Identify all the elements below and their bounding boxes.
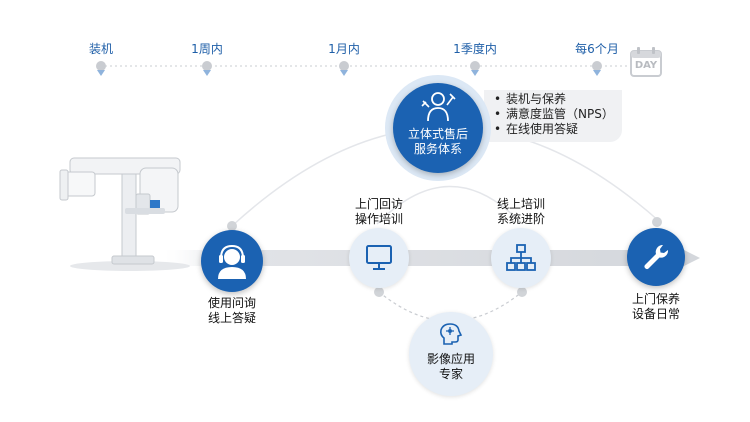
remote-support-label: 使用问询 线上答疑 [208, 296, 256, 326]
timeline-dot [339, 61, 349, 71]
timeline-dot [470, 61, 480, 71]
remote-support-line2: 线上答疑 [207, 311, 257, 325]
timeline-dot [96, 61, 106, 71]
online-training-line1: 线上培训 [496, 197, 546, 211]
calendar-label: DAY [634, 60, 658, 71]
monitor-icon [366, 245, 392, 270]
timeline-dot [592, 61, 602, 71]
timeline-label-install: 装机 [88, 42, 114, 56]
dental-xray-machine-image [50, 148, 190, 273]
timeline-arrow [97, 70, 105, 76]
timeline-arrow [203, 70, 211, 76]
remote-support-line1: 使用问询 [207, 296, 257, 310]
imaging-expert-line2: 专家 [438, 367, 463, 381]
online-training-node[interactable] [491, 228, 551, 288]
maintenance-node[interactable] [627, 228, 685, 286]
hub-title-line1: 立体式售后 [407, 127, 468, 141]
technician-icon [421, 92, 456, 122]
imaging-expert-line1: 影像应用 [426, 352, 475, 366]
onsite-training-node[interactable] [349, 228, 409, 288]
onsite-training-line2: 操作培训 [354, 212, 404, 226]
network-icon [506, 244, 536, 271]
imaging-expert-node[interactable]: 影像应用 专家 [409, 312, 493, 396]
remote-support-node[interactable] [201, 230, 263, 292]
timeline-dot [202, 61, 212, 71]
maintenance-label: 上门保养 设备日常 [632, 292, 680, 322]
bullet-item: 在线使用答疑 [484, 122, 622, 137]
timeline-label-six-months: 每6个月 [575, 42, 619, 56]
imaging-expert-label: 影像应用 专家 [409, 352, 493, 382]
wrench-icon [644, 244, 669, 269]
maintenance-line2: 设备日常 [631, 307, 681, 321]
timeline-label-month: 1月内 [328, 42, 360, 56]
hub-node[interactable]: 立体式售后 服务体系 [393, 83, 483, 173]
timeline-label-quarter: 1季度内 [453, 42, 497, 56]
timeline-arrow [471, 70, 479, 76]
timeline-label-week: 1周内 [191, 42, 223, 56]
timeline-arrow [340, 70, 348, 76]
calendar-icon: DAY [630, 47, 662, 77]
maintenance-line1: 上门保养 [631, 292, 681, 306]
onsite-training-label: 上门回访 操作培训 [355, 197, 403, 227]
bullet-item: 满意度监管（NPS） [484, 107, 622, 122]
hub-title-line2: 服务体系 [413, 142, 462, 156]
hub-bullet-list: 装机与保养 满意度监管（NPS） 在线使用答疑 [484, 90, 622, 142]
onsite-training-line1: 上门回访 [354, 197, 404, 211]
head-brain-icon [440, 323, 463, 345]
timeline-arrow [593, 70, 601, 76]
bullet-item: 装机与保养 [484, 92, 622, 107]
online-training-label: 线上培训 系统进阶 [497, 197, 545, 227]
headset-user-icon [218, 244, 246, 279]
online-training-line2: 系统进阶 [496, 212, 546, 226]
timeline-line [100, 65, 628, 67]
